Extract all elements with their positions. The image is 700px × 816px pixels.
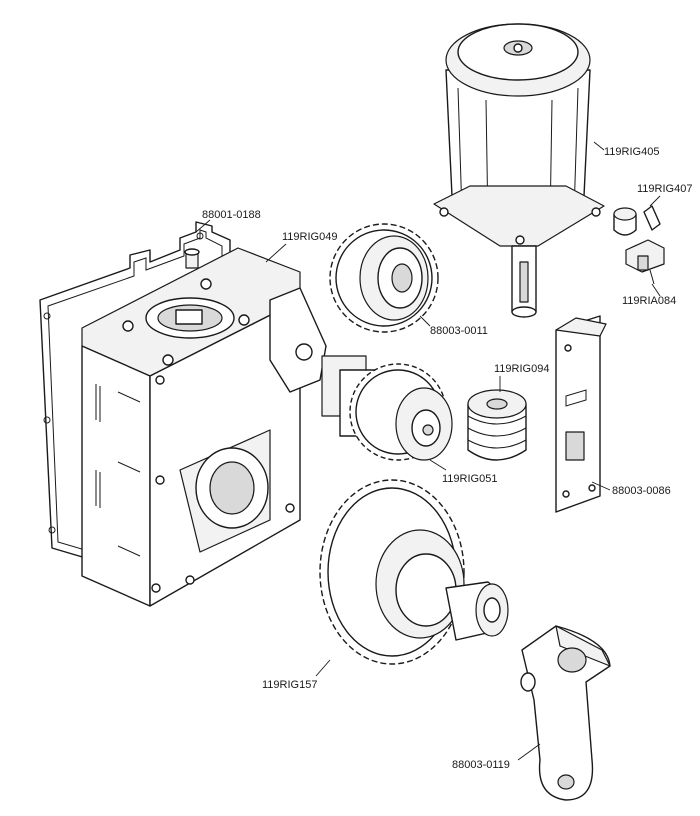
label-main-gear: 119RIG157	[262, 679, 317, 691]
main-gear-part	[319, 479, 509, 665]
label-gearbox: 119RIG049	[282, 231, 337, 243]
spur-gear-part	[329, 223, 439, 333]
worm-screw-part	[467, 389, 527, 461]
gearbox-housing	[81, 247, 327, 607]
label-spur-gear: 88003-0011	[430, 325, 488, 337]
worm-gear-part	[321, 355, 453, 461]
label-gasket: 88001-0188	[202, 209, 261, 221]
limit-switch-part	[625, 239, 665, 285]
label-worm-gear: 119RIG051	[442, 473, 497, 485]
label-release-lever: 88003-0119	[452, 759, 510, 771]
label-limit-switch: 119RIA084	[622, 295, 676, 307]
knob-part	[613, 205, 661, 236]
label-bracket-plate: 88003-0086	[612, 485, 671, 497]
leader-lines	[195, 141, 661, 761]
bracket-plate-part	[555, 315, 607, 513]
label-motor: 119RIG405	[604, 146, 659, 158]
label-worm-screw: 119RIG094	[494, 363, 549, 375]
release-lever-part	[520, 625, 611, 801]
motor-part	[433, 23, 605, 318]
label-knob: 119RIG407	[637, 183, 692, 195]
